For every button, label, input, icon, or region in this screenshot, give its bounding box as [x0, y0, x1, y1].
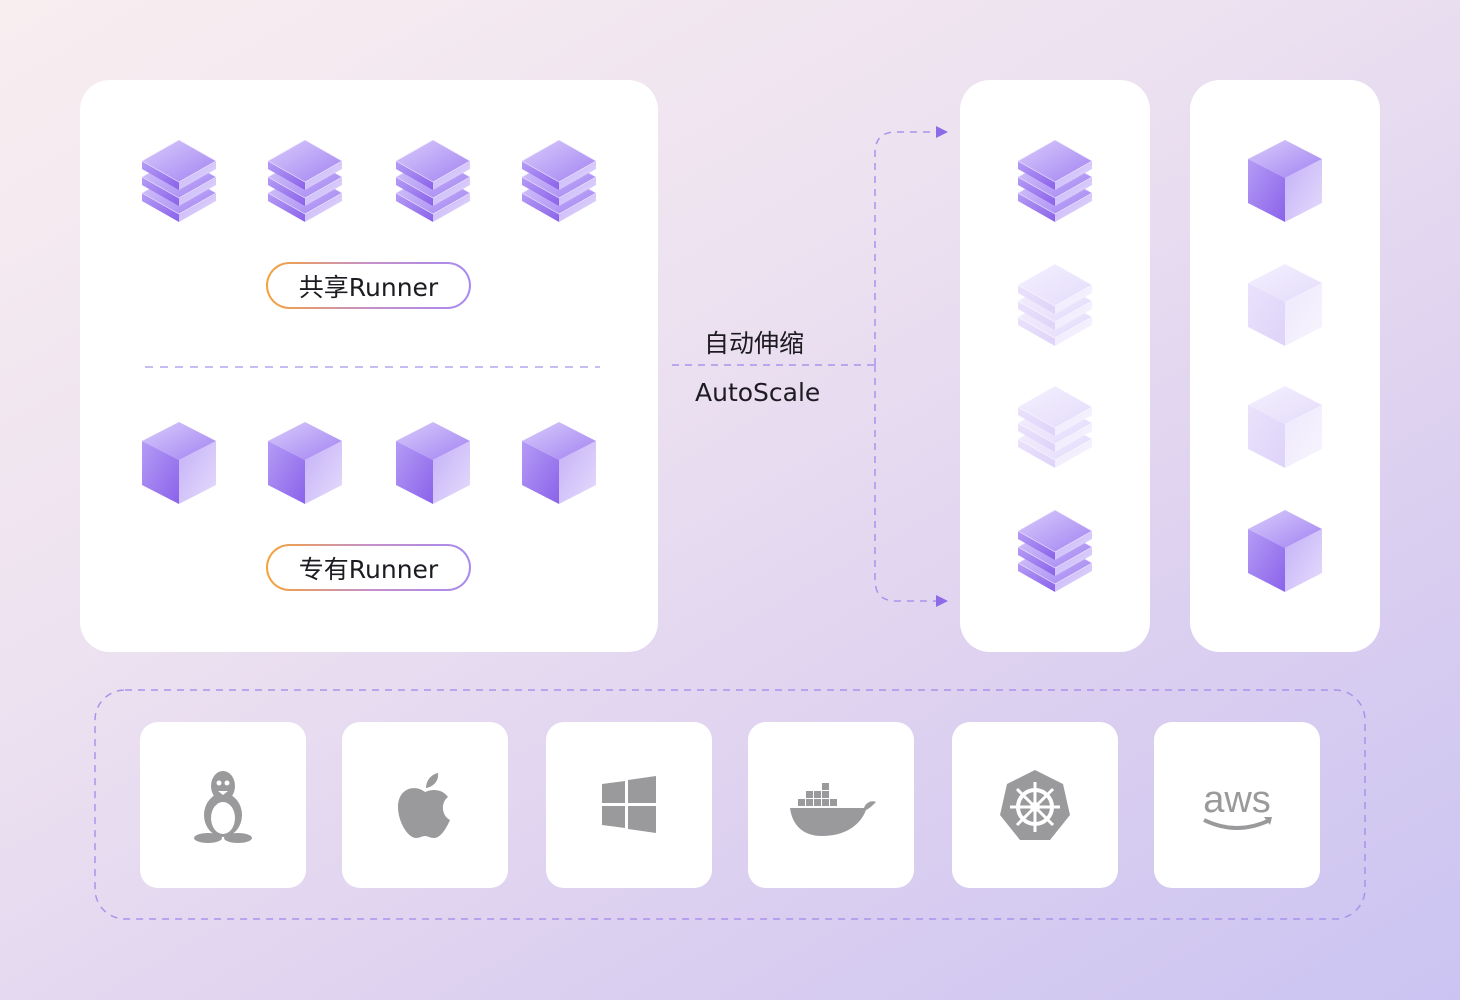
kubernetes-icon	[1000, 770, 1070, 840]
cube-icon	[1248, 140, 1322, 222]
linux-icon	[194, 771, 252, 843]
dedicated-runner-cube-icon	[522, 422, 596, 504]
platform-windows	[546, 722, 712, 888]
stack-icon-faded	[1018, 264, 1092, 346]
apple-icon	[398, 773, 450, 838]
dedicated-runner-text: 专有Runner	[268, 546, 469, 589]
shared-runner-label: 共享Runner	[266, 262, 471, 309]
dedicated-runner-cube-icon	[396, 422, 470, 504]
cube-icon	[1248, 510, 1322, 592]
dedicated-runner-label: 专有Runner	[266, 544, 471, 591]
autoscale-label-en: AutoScale	[695, 378, 821, 407]
stack-icon	[1018, 510, 1092, 592]
shared-runner-stack-icon	[142, 140, 216, 222]
section-divider	[145, 366, 600, 368]
docker-icon	[790, 783, 876, 836]
dedicated-runner-cube-icon	[268, 422, 342, 504]
cube-icon-faded	[1248, 386, 1322, 468]
stack-icon-faded	[1018, 386, 1092, 468]
shared-runner-stack-icon	[268, 140, 342, 222]
shared-runner-stack-icon	[396, 140, 470, 222]
platform-docker	[748, 722, 914, 888]
aws-text: aws	[1203, 779, 1271, 821]
shared-runner-text: 共享Runner	[268, 264, 469, 307]
windows-icon	[602, 776, 656, 833]
platforms-frame	[94, 689, 1366, 920]
dedicated-runner-cube-icon	[142, 422, 216, 504]
platform-kubernetes	[952, 722, 1118, 888]
platform-linux	[140, 722, 306, 888]
aws-icon: aws	[1203, 779, 1272, 830]
platform-apple	[342, 722, 508, 888]
cube-icon-faded	[1248, 264, 1322, 346]
platform-aws: aws	[1154, 722, 1320, 888]
stack-icon	[1018, 140, 1092, 222]
autoscale-arrows	[672, 126, 948, 607]
autoscale-label-cn: 自动伸缩	[704, 329, 805, 358]
shared-runner-stack-icon	[522, 140, 596, 222]
